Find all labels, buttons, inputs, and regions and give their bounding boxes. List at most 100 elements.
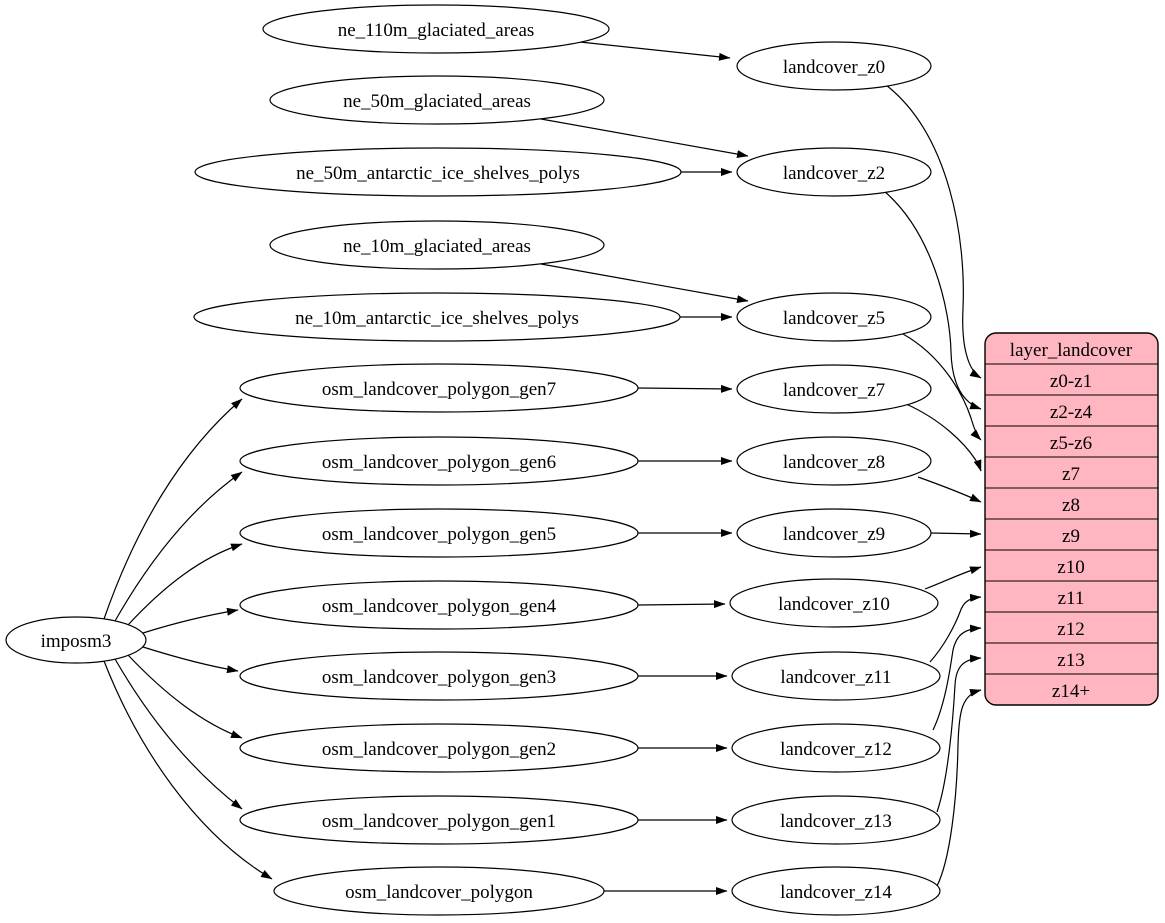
node-landcover-z10: landcover_z10: [729, 578, 939, 628]
node-osm-landcover-polygon-gen1: osm_landcover_polygon_gen1: [239, 795, 639, 845]
table-row-z8: z8: [1062, 495, 1080, 516]
landcover-z14-label: landcover_z14: [780, 882, 892, 903]
edge-layer: [103, 41, 982, 895]
node-osm-landcover-polygon-gen7: osm_landcover_polygon_gen7: [239, 363, 639, 413]
osm-landcover-polygon-gen6-shape: [239, 436, 639, 486]
osm-landcover-polygon-gen1-label: osm_landcover_polygon_gen1: [322, 811, 556, 832]
node-osm-landcover-polygon-gen2: osm_landcover_polygon_gen2: [239, 723, 639, 773]
landcover-z13-shape: [731, 795, 941, 845]
landcover-z11-shape: [731, 651, 941, 701]
landcover-z13-label: landcover_z13: [780, 811, 892, 832]
node-landcover-z7: landcover_z7: [736, 364, 932, 414]
ne-110m-glaciated-areas-label: ne_110m_glaciated_areas: [338, 20, 535, 41]
edge-imposm3-gen4: [142, 607, 239, 634]
landcover-z11-label: landcover_z11: [780, 667, 891, 688]
edge-imposm3-gen6: [114, 471, 243, 622]
landcover-z2-label: landcover_z2: [783, 163, 885, 184]
ne-110m-glaciated-areas-shape: [262, 4, 610, 54]
table-row-z10: z10: [1057, 557, 1084, 578]
imposm3-label: imposm3: [41, 631, 112, 652]
edge-imposm3-gen7: [103, 398, 243, 620]
osm-landcover-polygon-gen2-label: osm_landcover_polygon_gen2: [322, 739, 556, 760]
ne-10m-antarctic-ice-shelves-polys-shape: [193, 292, 681, 342]
landcover-z12-shape: [731, 723, 941, 773]
ne-50m-glaciated-areas-shape: [269, 75, 605, 125]
edge-z13-row: [936, 654, 982, 813]
node-osm-landcover-polygon-gen5: osm_landcover_polygon_gen5: [239, 508, 639, 558]
landcover-z9-shape: [736, 508, 932, 558]
ne-50m-glaciated-areas-label: ne_50m_glaciated_areas: [343, 91, 531, 112]
node-ne-50m-glaciated-areas: ne_50m_glaciated_areas: [269, 75, 605, 125]
table-row-z12: z12: [1057, 619, 1084, 640]
table-row-z13: z13: [1057, 650, 1084, 671]
node-landcover-z14: landcover_z14: [731, 866, 941, 916]
edge-z10-row: [924, 566, 982, 590]
table-row-z5-z6: z5-z6: [1050, 433, 1092, 454]
node-landcover-z12: landcover_z12: [731, 723, 941, 773]
ne-50m-antarctic-ice-shelves-polys-label: ne_50m_antarctic_ice_shelves_polys: [296, 163, 580, 184]
osm-landcover-polygon-gen7-shape: [239, 363, 639, 413]
edge-z11-row: [929, 593, 982, 663]
edge-imposm3-gen3: [142, 646, 239, 674]
edge-imposm3-gen1: [114, 658, 243, 810]
node-landcover-z2: landcover_z2: [736, 147, 932, 197]
osm-landcover-polygon-gen6-label: osm_landcover_polygon_gen6: [322, 452, 556, 473]
edge-z2-row: [883, 190, 982, 410]
edge-z7-row: [905, 403, 982, 472]
ne-50m-antarctic-ice-shelves-polys-shape: [194, 147, 682, 197]
edge-z8-row: [917, 476, 982, 503]
landcover-z9-label: landcover_z9: [783, 524, 885, 545]
osm-landcover-polygon-gen5-shape: [239, 508, 639, 558]
node-ne-50m-antarctic-ice-shelves-polys: ne_50m_antarctic_ice_shelves_polys: [194, 147, 682, 197]
osm-landcover-polygon-gen4-shape: [239, 580, 639, 630]
node-osm-landcover-polygon-gen3: osm_landcover_polygon_gen3: [239, 651, 639, 701]
node-osm-landcover-polygon-gen6: osm_landcover_polygon_gen6: [239, 436, 639, 486]
table-layer-landcover: layer_landcover z0-z1 z2-z4 z5-z6 z7 z8 …: [984, 332, 1159, 706]
node-landcover-z0: landcover_z0: [736, 41, 932, 91]
landcover-z0-label: landcover_z0: [783, 57, 885, 78]
edge-gen4-z10: [637, 600, 726, 609]
edge-ne50m-z2: [540, 118, 749, 159]
node-landcover-z11: landcover_z11: [731, 651, 941, 701]
node-landcover-z9: landcover_z9: [736, 508, 932, 558]
landcover-z7-shape: [736, 364, 932, 414]
table-row-z14plus: z14+: [1052, 681, 1090, 702]
edge-z5-row: [902, 333, 982, 441]
node-landcover-z5: landcover_z5: [736, 292, 932, 342]
edge-imposm3-polygon: [103, 660, 273, 880]
osm-landcover-polygon-gen2-shape: [239, 723, 639, 773]
landcover-z7-label: landcover_z7: [783, 380, 885, 401]
ne-10m-antarctic-ice-shelves-polys-label: ne_10m_antarctic_ice_shelves_polys: [295, 308, 579, 329]
landcover-z12-label: landcover_z12: [780, 739, 892, 760]
osm-landcover-polygon-gen3-label: osm_landcover_polygon_gen3: [322, 667, 556, 688]
landcover-z14-shape: [731, 866, 941, 916]
osm-landcover-polygon-gen1-shape: [239, 795, 639, 845]
edge-imposm3-gen5: [127, 543, 243, 626]
landcover-z5-label: landcover_z5: [783, 308, 885, 329]
edge-ne110m-z0: [579, 41, 731, 61]
table-row-z7: z7: [1062, 464, 1080, 485]
node-ne-110m-glaciated-areas: ne_110m_glaciated_areas: [262, 4, 610, 54]
osm-landcover-polygon-gen4-label: osm_landcover_polygon_gen4: [322, 596, 557, 617]
edge-z0-row: [885, 84, 982, 379]
landcover-z5-shape: [736, 292, 932, 342]
ne-10m-glaciated-areas-label: ne_10m_glaciated_areas: [343, 236, 531, 257]
node-ne-10m-antarctic-ice-shelves-polys: ne_10m_antarctic_ice_shelves_polys: [193, 292, 681, 342]
node-ne-10m-glaciated-areas: ne_10m_glaciated_areas: [269, 220, 605, 270]
ne-10m-glaciated-areas-shape: [269, 220, 605, 270]
table-row-z0-z1: z0-z1: [1050, 371, 1092, 392]
edge-z12-row: [932, 624, 982, 731]
table-row-z11: z11: [1058, 588, 1085, 609]
edge-gen7-z7: [637, 384, 733, 393]
node-osm-landcover-polygon: osm_landcover_polygon: [273, 866, 605, 916]
node-imposm3: imposm3: [5, 616, 147, 664]
edge-imposm3-gen2: [127, 654, 243, 739]
edge-z9-row: [930, 529, 982, 538]
table-row-z9: z9: [1062, 526, 1080, 547]
landcover-z2-shape: [736, 147, 932, 197]
osm-landcover-polygon-shape: [273, 866, 605, 916]
landcover-z0-shape: [736, 41, 932, 91]
landcover-z8-shape: [736, 436, 932, 486]
